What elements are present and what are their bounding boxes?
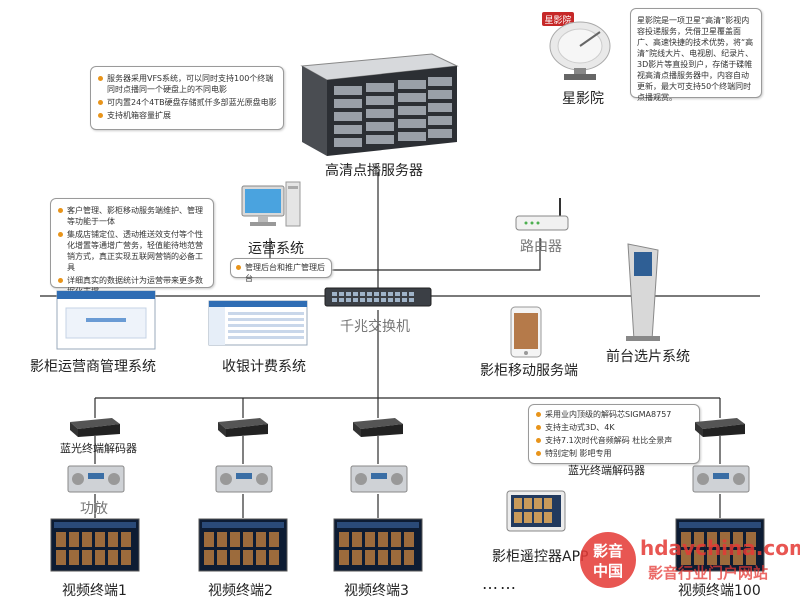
server-note: 服务器采用VFS系统，可以同时支持100个终端同时点播同一个硬盘上的不同电影 可… (90, 66, 284, 130)
amplifier-icon (692, 465, 750, 493)
operator-note-item: 集成店铺定位、透动推送效支付等个性化增置等通增广营务，轻值能待地范营销方式，真正… (57, 229, 207, 273)
tv-screen-icon (198, 518, 288, 572)
amp-label: 功放 (80, 501, 108, 517)
router-icon (515, 198, 569, 231)
operator-note-item: 客户管理、影柜移动服务端维护、管理等功能于一体 (57, 205, 207, 227)
operator-note: 客户管理、影柜移动服务端维护、管理等功能于一体 集成店铺定位、透动推送效支付等个… (50, 198, 214, 296)
decoder-note-item: 采用业内顶级的解码芯SIGMA8757 (535, 409, 693, 420)
cashier-screen-icon (208, 300, 308, 346)
switch-label: 千兆交换机 (340, 319, 410, 335)
server-label: 高清点播服务器 (325, 163, 423, 179)
decoder-note-item: 支持7.1次时代音频解码 杜比全景声 (535, 435, 693, 446)
satellite-dish-icon: 星影院 (542, 12, 611, 80)
server-icon (300, 53, 459, 156)
router-label: 路由器 (520, 239, 562, 255)
server-note-item: 服务器采用VFS系统，可以同时支持100个终端同时点播同一个硬盘上的不同电影 (97, 73, 277, 95)
decoder-left-label: 蓝光终端解码器 (60, 442, 137, 455)
amplifier-icon (350, 465, 408, 493)
ops-label: 运营系统 (248, 241, 304, 257)
cashier-label: 收银计费系统 (222, 359, 306, 375)
tv-screen-icon (50, 518, 140, 572)
amplifier-icon (215, 465, 273, 493)
terminal-100-label: 视频终端100 (678, 583, 761, 599)
tv-screen-icon (333, 518, 423, 572)
watermark-cn2: 中国 (592, 562, 623, 580)
terminal-2-label: 视频终端2 (208, 583, 273, 599)
decoder-note-item: 特别定制 影吧专用 (535, 448, 693, 459)
terminal-1-label: 视频终端1 (62, 583, 127, 599)
server-note-item: 支持机箱容量扩展 (97, 110, 277, 121)
amplifier-icon (67, 465, 125, 493)
watermark-slogan: 影音行业门户网站 (648, 564, 769, 582)
watermark-url: hdavchina.com (640, 536, 800, 560)
switch-icon (324, 287, 432, 307)
star-cinema-label: 星影院 (562, 91, 604, 107)
remote-app-label: 影柜遥控器APP (492, 549, 589, 565)
terminal-3-label: 视频终端3 (344, 583, 409, 599)
decoder-icon (218, 418, 268, 437)
kiosk-icon (626, 243, 660, 341)
decoder-note: 采用业内顶级的解码芯SIGMA8757 支持主动式3D、4K 支持7.1次时代音… (528, 404, 700, 464)
server-note-item: 可内置24个4TB硬盘存储贰仟多部蓝光原盘电影 (97, 97, 277, 108)
computer-icon (241, 181, 301, 227)
kiosk-label: 前台选片系统 (606, 349, 690, 365)
watermark-cn1: 影音 (592, 542, 623, 560)
decoder-right-label: 蓝光终端解码器 (568, 464, 645, 477)
operator-screen-icon (56, 290, 156, 350)
phone-icon (510, 306, 542, 358)
star-cinema-note: 星影院是一项卫星“高清”影视内容投递服务，凭借卫星覆盖面广、高速快捷的技术优势，… (630, 8, 762, 102)
watermark-logo: 影音 中国 (580, 532, 636, 588)
decoder-icon (70, 418, 120, 437)
tv-screen-icon (675, 518, 765, 572)
decoder-note-item: 支持主动式3D、4K (535, 422, 693, 433)
terminal-ellipsis: …… (482, 574, 518, 593)
ops-note: 管理后台和推广管理后台 (230, 258, 332, 283)
decoder-icon (353, 418, 403, 437)
decoder-icon (695, 418, 745, 437)
star-logo: 星影院 (544, 14, 571, 26)
tablet-icon (506, 490, 566, 532)
operator-mgmt-label: 影柜运营商管理系统 (30, 359, 156, 375)
mobile-label: 影柜移动服务端 (480, 363, 578, 379)
